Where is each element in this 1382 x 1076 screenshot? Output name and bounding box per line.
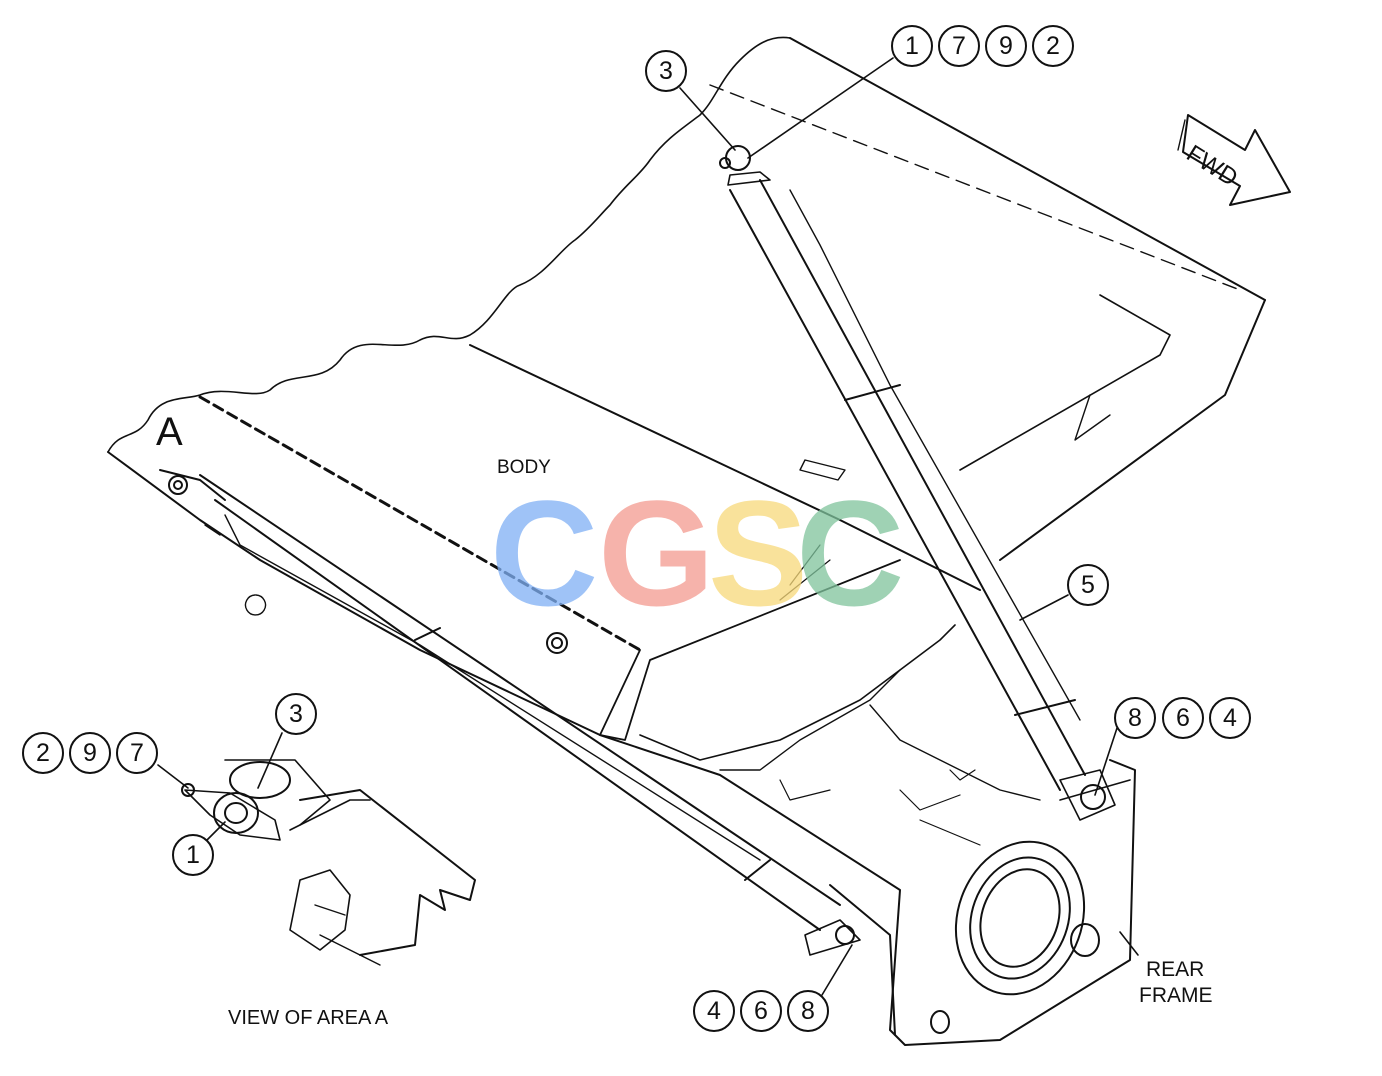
rear-frame-label-line2: FRAME [1139, 984, 1213, 1007]
callout-balloon: 3 [645, 50, 687, 92]
callout-balloon: 9 [985, 25, 1027, 67]
rear-frame [599, 624, 1136, 1046]
callout-balloon: 4 [1209, 697, 1251, 739]
callout-balloon: 6 [1162, 697, 1204, 739]
callout-balloon: 9 [69, 732, 111, 774]
watermark-letter-g: G [598, 469, 715, 637]
callout-balloon: 8 [1114, 697, 1156, 739]
left-hoist-cylinder [159, 469, 861, 956]
leader-lines [157, 57, 1139, 996]
watermark-letter-c2: C [796, 469, 905, 637]
callout-balloon: 8 [787, 990, 829, 1032]
view-of-area-label: VIEW OF AREA A [228, 1007, 389, 1029]
body-label: BODY [497, 457, 551, 478]
callout-balloon: 5 [1067, 564, 1109, 606]
callout-balloon: 3 [275, 693, 317, 735]
callout-balloon: 2 [1032, 25, 1074, 67]
callout-balloon: 7 [938, 25, 980, 67]
watermark-letter-c1: C [490, 469, 599, 637]
callout-balloon: 7 [116, 732, 158, 774]
watermark-letter-s: S [708, 469, 809, 637]
detail-view-area-a [181, 759, 476, 966]
rear-frame-label-line1: REAR [1146, 958, 1205, 981]
dump-body-outline [107, 36, 1266, 741]
callout-balloon: 6 [740, 990, 782, 1032]
callout-balloon: 1 [891, 25, 933, 67]
callout-balloon: 4 [693, 990, 735, 1032]
forward-arrow [1177, 114, 1291, 206]
right-hoist-cylinder [719, 145, 1116, 821]
area-letter-label: A [156, 410, 183, 454]
callout-balloon: 1 [172, 834, 214, 876]
callout-balloon: 2 [22, 732, 64, 774]
